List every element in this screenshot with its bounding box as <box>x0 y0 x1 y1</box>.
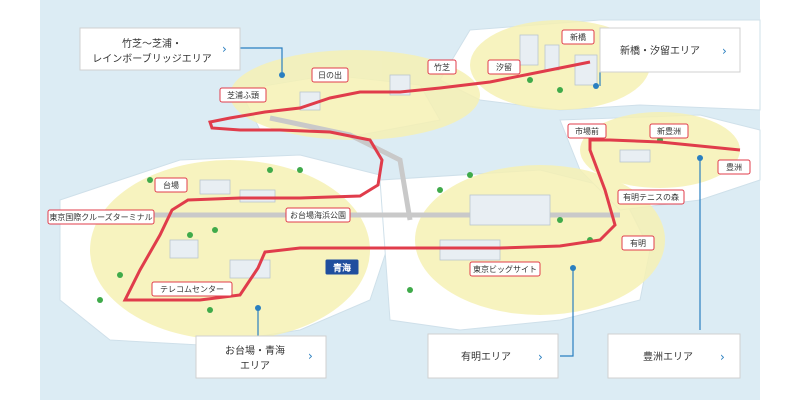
station-shin-toyosu[interactable]: 新豊洲 <box>649 123 689 139</box>
station-tokyo-big-sight-label: 東京ビッグサイト <box>473 264 537 274</box>
area-button-odaiba-line1: お台場・青海 <box>225 344 285 357</box>
station-toyosu-label: 豊洲 <box>726 162 742 172</box>
tree <box>297 167 303 173</box>
building <box>229 259 271 279</box>
tree <box>557 87 563 93</box>
tree <box>557 217 563 223</box>
station-shin-toyosu-label: 新豊洲 <box>657 126 681 136</box>
area-button-ariake[interactable]: 有明エリア › <box>427 333 559 379</box>
area-button-takeshiba[interactable]: 竹芝～芝浦・ レインボーブリッジエリア › <box>79 27 241 71</box>
leader-dot <box>279 72 285 78</box>
area-button-takeshiba-line2: レインボーブリッジエリア <box>92 52 211 65</box>
station-shimbashi-label: 新橋 <box>570 32 586 42</box>
area-button-shimbashi-line1: 新橋・汐留エリア <box>620 44 700 57</box>
station-shibaura-futo[interactable]: 芝浦ふ頭 <box>219 87 267 103</box>
yurikamome-line <box>122 60 741 302</box>
tree <box>147 177 153 183</box>
leader-lines <box>240 47 701 357</box>
leader-dots <box>255 72 703 311</box>
area-highlight-toyosu <box>580 112 740 188</box>
area-highlight-takeshiba <box>230 50 480 140</box>
leader-takeshiba <box>240 47 283 72</box>
area-button-toyosu[interactable]: 豊洲エリア › <box>607 333 741 379</box>
leader-dot <box>593 83 599 89</box>
area-button-toyosu-line1: 豊洲エリア <box>643 350 693 363</box>
station-aomi[interactable]: 青海 <box>325 259 359 275</box>
station-shiodome-label: 汐留 <box>496 62 512 72</box>
building <box>574 54 598 86</box>
station-shimbashi[interactable]: 新橋 <box>561 29 595 45</box>
tree <box>207 307 213 313</box>
building <box>619 149 651 163</box>
area-button-shimbashi[interactable]: 新橋・汐留エリア › <box>599 27 741 73</box>
station-takeshiba[interactable]: 竹芝 <box>427 59 457 75</box>
tree <box>467 172 473 178</box>
station-tokyo-big-sight[interactable]: 東京ビッグサイト <box>469 261 541 277</box>
station-shijo-mae[interactable]: 市場前 <box>567 123 607 139</box>
station-ariake-tennis-label: 有明テニスの森 <box>623 192 679 202</box>
chevron-right-icon: › <box>308 349 313 363</box>
leader-dot <box>697 155 703 161</box>
station-ariake[interactable]: 有明 <box>621 235 655 251</box>
tree <box>437 187 443 193</box>
chevron-right-icon: › <box>720 350 725 364</box>
station-shiodome[interactable]: 汐留 <box>487 59 521 75</box>
building <box>239 189 276 203</box>
station-daiba-label: 台場 <box>163 180 179 190</box>
tree <box>212 227 218 233</box>
station-toyosu[interactable]: 豊洲 <box>717 159 751 175</box>
chevron-right-icon: › <box>222 42 227 56</box>
leader-dot <box>255 305 261 311</box>
building <box>169 239 199 259</box>
building <box>199 179 231 195</box>
station-odaiba-kaihinkoen[interactable]: お台場海浜公園 <box>285 207 351 223</box>
station-cruise-terminal-label: 東京国際クルーズターミナル <box>49 212 152 222</box>
station-aomi-label: 青海 <box>333 262 351 274</box>
leader-ariake <box>560 270 574 357</box>
tree <box>187 232 193 238</box>
station-hinode[interactable]: 日の出 <box>311 67 349 83</box>
station-ariake-label: 有明 <box>630 238 646 248</box>
station-daiba[interactable]: 台場 <box>154 177 188 193</box>
station-takeshiba-label: 竹芝 <box>434 62 450 72</box>
station-ariake-tennis[interactable]: 有明テニスの森 <box>617 189 685 205</box>
buildings <box>169 34 651 279</box>
tree <box>117 272 123 278</box>
building <box>469 194 551 226</box>
station-shijo-mae-label: 市場前 <box>575 126 599 136</box>
station-cruise-terminal[interactable]: 東京国際クルーズターミナル <box>47 209 155 225</box>
area-button-takeshiba-line1: 竹芝～芝浦・ <box>122 37 182 50</box>
leader-dot <box>570 265 576 271</box>
chevron-right-icon: › <box>538 350 543 364</box>
tree <box>267 167 273 173</box>
building <box>439 239 501 261</box>
area-button-odaiba[interactable]: お台場・青海 エリア › <box>195 335 327 379</box>
tree <box>97 297 103 303</box>
area-button-ariake-line1: 有明エリア <box>461 350 511 363</box>
station-telecom-center[interactable]: テレコムセンター <box>151 281 233 297</box>
building <box>544 44 560 71</box>
chevron-right-icon: › <box>722 44 727 58</box>
station-labels: 竹芝 日の出 芝浦ふ頭 汐留 新橋 台場 東京国際クルーズターミナル お台場海 <box>47 29 751 297</box>
tree <box>407 287 413 293</box>
area-button-odaiba-line2: エリア <box>240 361 270 372</box>
station-telecom-center-label: テレコムセンター <box>160 285 224 294</box>
building <box>519 34 539 66</box>
station-hinode-label: 日の出 <box>318 70 342 80</box>
station-shibaura-futo-label: 芝浦ふ頭 <box>227 90 259 100</box>
station-odaiba-kaihinkoen-label: お台場海浜公園 <box>290 210 346 220</box>
tree <box>527 77 533 83</box>
